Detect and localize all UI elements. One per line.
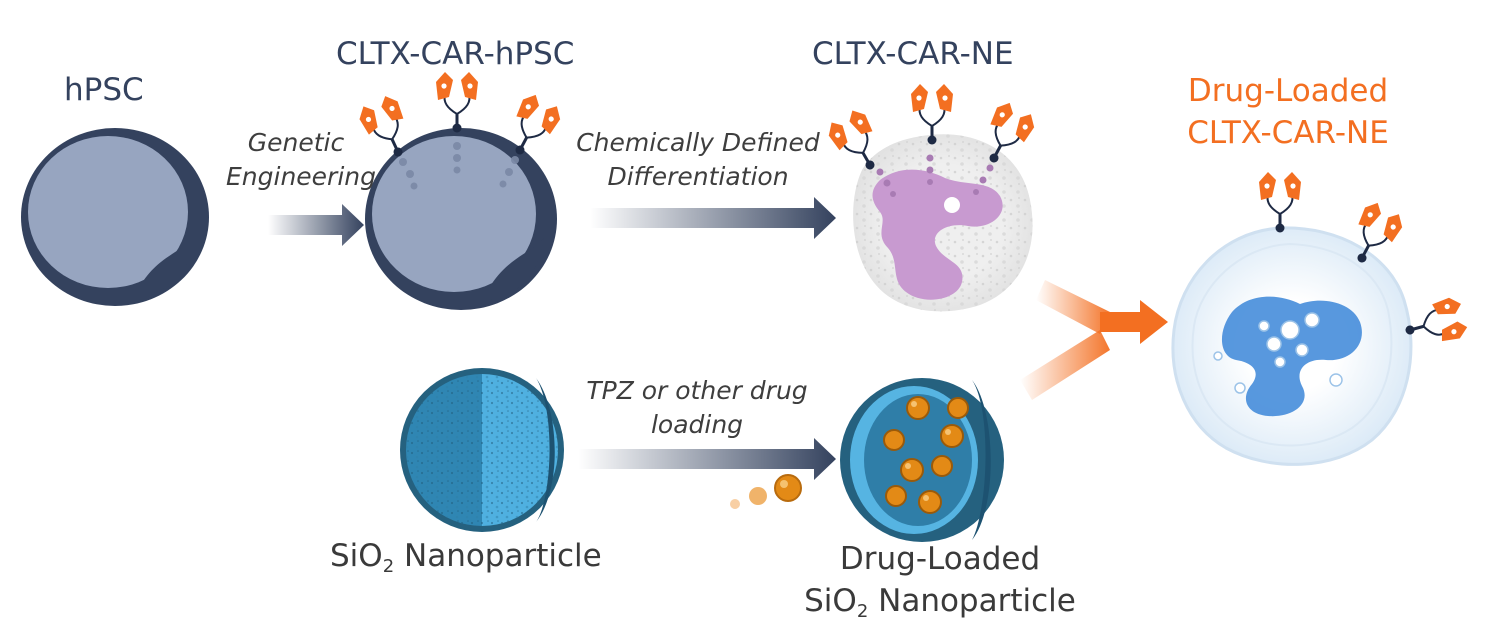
- car-receptor: [434, 70, 480, 134]
- sio2-nanoparticle: [400, 368, 564, 532]
- car-receptor: [1257, 170, 1303, 234]
- label-hpsc: hPSC: [64, 72, 144, 108]
- arrow-genetic-engineering: [268, 204, 364, 246]
- drug-loaded-nanoparticle: [840, 378, 1004, 542]
- convergence-arrow: [1020, 280, 1168, 400]
- step-drug-loading: TPZ or other drug loading: [586, 376, 808, 439]
- label-cltx-car-hpsc: CLTX-CAR-hPSC: [336, 36, 575, 72]
- cltx-car-ne-cell: [822, 82, 1041, 312]
- step-chemically-defined-differentiation: Chemically Defined Differentiation: [576, 128, 820, 191]
- cltx-car-hpsc-cell: [353, 70, 567, 310]
- nucleus: [1221, 296, 1362, 417]
- drug-beads: [730, 474, 802, 509]
- nucleus: [872, 169, 1003, 300]
- drug-loaded-cltx-car-ne-cell: [1171, 170, 1472, 466]
- label-drug-loaded-sio2-nanoparticle: Drug-Loaded SiO2 Nanoparticle: [804, 541, 1076, 622]
- arrow-differentiation: [590, 197, 836, 239]
- label-drug-loaded-cltx-car-ne: Drug-Loaded CLTX-CAR-NE: [1187, 73, 1389, 151]
- label-cltx-car-ne: CLTX-CAR-NE: [812, 36, 1014, 72]
- label-sio2-nanoparticle: SiO2 Nanoparticle: [330, 538, 602, 577]
- step-genetic-engineering: Genetic Engineering: [226, 128, 376, 191]
- hpsc-cell: [21, 128, 209, 306]
- arrow-drug-loading: [578, 438, 836, 480]
